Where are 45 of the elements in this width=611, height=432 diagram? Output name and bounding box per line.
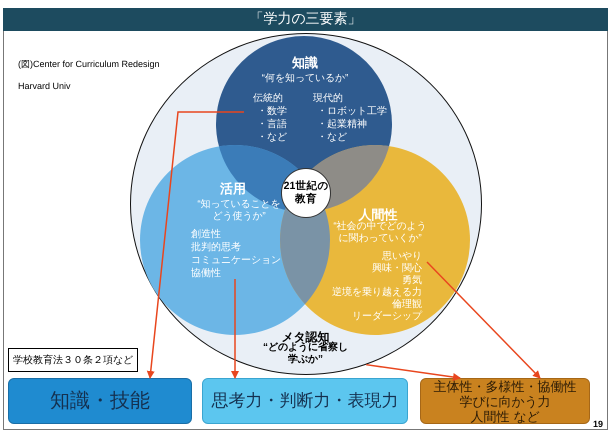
source-note: (図)Center for Curriculum Redesign	[18, 58, 160, 71]
source-note: Harvard Univ	[18, 80, 71, 93]
category-box	[8, 378, 192, 424]
list-item: 勇気	[401, 275, 422, 286]
title: 「学力の三要素」	[250, 10, 362, 29]
list-item: リーダーシップ	[351, 311, 422, 323]
list-item: 創造性	[191, 229, 222, 241]
list-item: 思いやり	[381, 251, 422, 262]
box-text: 主体性・多様性・協働性	[434, 378, 576, 394]
category-box	[202, 378, 408, 424]
list-item: 倫理観	[391, 299, 422, 310]
box-text: 21世紀の教育	[283, 180, 329, 206]
box-text: 学びに向かう力	[460, 394, 550, 408]
list-item: 伝統的	[253, 93, 284, 105]
list-item: ・数学	[257, 106, 288, 118]
quote-text: “何を知っているか”	[260, 73, 350, 85]
circle-title: 活用	[219, 180, 247, 198]
quote-text: “社会の中でどのように関わっていくか”	[332, 221, 428, 245]
list-item: ・起業精神	[317, 119, 368, 131]
list-item: ・ロボット工学	[317, 106, 388, 118]
box-text: 知識・技能	[50, 389, 150, 414]
box-text: 学校教育法３０条２項など	[13, 354, 133, 368]
list-item: ・など	[257, 132, 288, 144]
note-box	[8, 348, 138, 372]
box-text: 思考力・判断力・表現力	[212, 390, 398, 412]
list-item: 興味・関心	[371, 263, 422, 275]
arrow	[366, 364, 461, 381]
arrow	[231, 279, 239, 379]
page-number: 19	[593, 418, 604, 431]
arrow	[146, 111, 244, 379]
list-item: 逆境を乗り越える力	[332, 287, 422, 299]
list-item: 批判的思考	[191, 242, 242, 254]
box-text: 人間性 など	[470, 408, 540, 424]
arrow	[426, 261, 541, 379]
circle-title: 人間性	[358, 206, 398, 222]
category-box	[420, 378, 590, 424]
circle-title: メタ認知	[282, 328, 330, 344]
circle-title: 知識	[290, 54, 319, 72]
list-item: ・など	[317, 132, 348, 144]
quote-text: “どのように省察し学ぶか”	[262, 342, 349, 366]
list-item: 協働性	[191, 268, 222, 280]
list-item: 現代的	[313, 93, 344, 105]
list-item: ・言語	[257, 119, 288, 131]
list-item: コミュニケーション	[191, 255, 281, 267]
quote-text: “知っていることをどう使うか”	[197, 199, 281, 223]
